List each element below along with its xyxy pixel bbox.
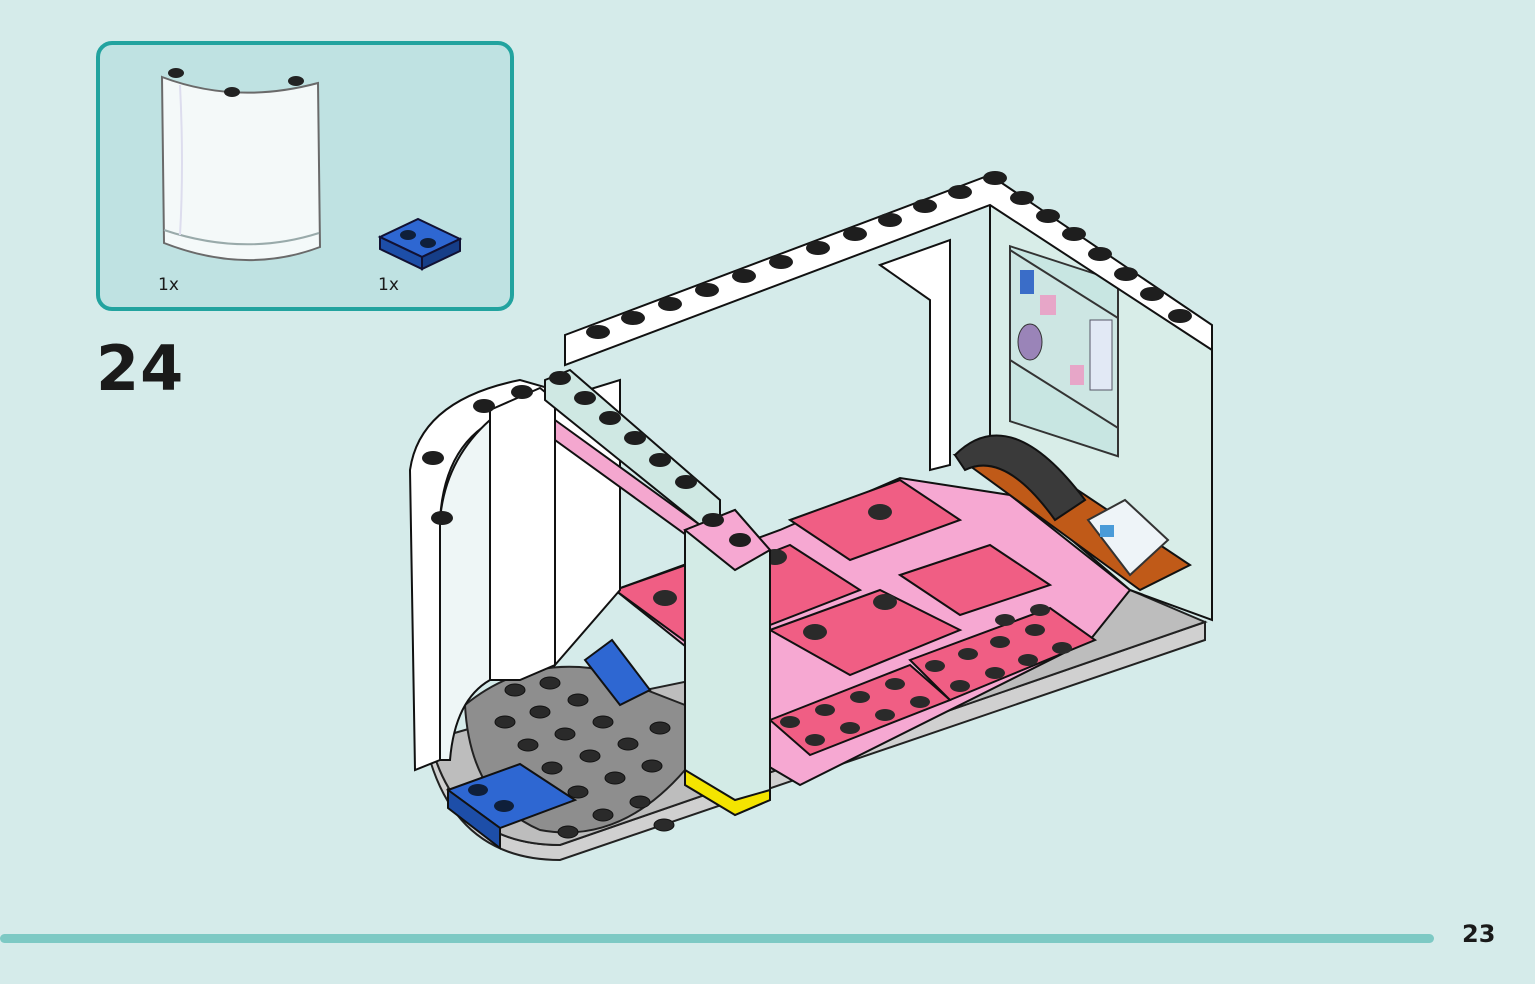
part-quantity: 1x [378,275,399,295]
blue-tile-icon [377,217,463,271]
progress-bar [0,934,1434,943]
page-number: 23 [1462,920,1496,948]
parts-callout-box: 1x 1x [96,41,514,311]
curved-panel-icon [160,68,322,262]
step-number: 24 [96,332,185,405]
part-quantity: 1x [158,275,179,295]
